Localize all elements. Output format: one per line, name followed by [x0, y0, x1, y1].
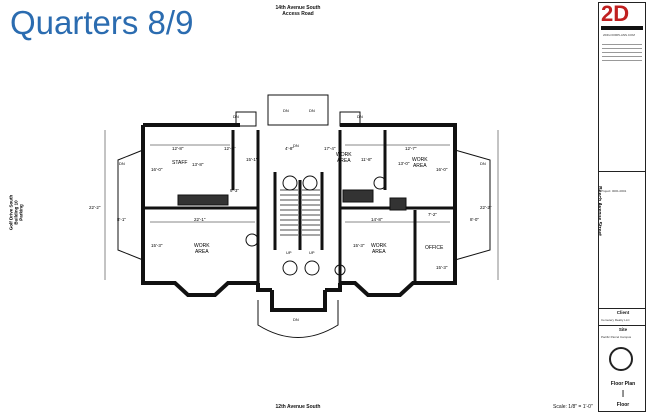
dim-label: 7'-2"	[428, 212, 437, 217]
website: 2DFLOORPLANS.COM	[603, 33, 635, 37]
title-block: 2D 2DFLOORPLANS.COM Project: 0001-0001 C…	[598, 2, 646, 412]
project-label: Project: 0001-0001	[601, 189, 627, 193]
floor-label: Floor	[616, 402, 630, 408]
dim-label: 13'-0"	[398, 161, 410, 166]
top-porch	[235, 94, 361, 127]
dim-label: 16'-0"	[151, 167, 163, 172]
dim-label: 13'-8"	[192, 162, 204, 167]
room-work-right-line1: WORK	[412, 157, 428, 163]
floor-plan	[104, 94, 499, 338]
room-work-bc: WORK AREA	[371, 243, 387, 255]
top-road-label: 14th Avenue South Access Road	[268, 5, 328, 17]
note-line	[602, 44, 642, 45]
site-name: Pacific Parcel Campus	[601, 335, 632, 339]
dim-label: 8'-1"	[117, 217, 126, 222]
exterior-walls	[141, 123, 457, 312]
logo-bar	[601, 26, 643, 30]
note-line	[602, 56, 642, 57]
side-porches	[117, 149, 491, 261]
room-staff-label: STAFF	[172, 160, 188, 166]
dim-label: 17'-4"	[324, 146, 336, 151]
site-section: Site Pacific Parcel Campus	[599, 325, 645, 339]
room-work-right: WORK AREA	[412, 157, 428, 169]
room-work-tr: WORK AREA	[336, 152, 352, 164]
client-name: Cemetery Realty LLC	[601, 318, 630, 322]
door-dn-label: DN	[357, 114, 363, 119]
door-dn-label: DN	[309, 108, 315, 113]
room-work-bc-line1: WORK	[371, 243, 387, 249]
room-work-bl-line1: WORK	[194, 243, 210, 249]
room-work-tr-line1: WORK	[336, 152, 352, 158]
logo: 2D	[601, 1, 630, 26]
revision-table: Project: 0001-0001	[599, 171, 645, 208]
door-dn-label: DN	[293, 143, 299, 148]
dim-label: 15'-3"	[436, 265, 448, 270]
dim-label: 15'-3"	[151, 243, 163, 248]
door-dn-label: DN	[119, 161, 125, 166]
room-work-right-line2: AREA	[412, 163, 427, 169]
client-label: Client	[616, 310, 630, 315]
room-work-bl: WORK AREA	[194, 243, 210, 255]
dimension-lines	[104, 130, 499, 280]
dim-label: 16'-0"	[436, 167, 448, 172]
sheet-name: Floor Plan	[610, 381, 636, 387]
dim-label: 9'-3"	[230, 188, 239, 193]
fixtures	[177, 175, 407, 276]
stair-up-label: UP	[309, 250, 315, 255]
door-dn-label: DN	[283, 108, 289, 113]
interior-walls	[143, 130, 455, 283]
top-road-line1: 14th Avenue South	[275, 5, 321, 11]
dim-label: 11'-8"	[361, 157, 373, 162]
slide-title: Quarters 8/9	[10, 4, 194, 41]
bottom-road-label: 12th Avenue South	[275, 404, 321, 410]
note-line	[602, 48, 642, 49]
stair-up-label: UP	[286, 250, 292, 255]
top-road-line2: Access Road	[282, 11, 314, 17]
dim-label: 8'-0"	[470, 217, 479, 222]
dim-label: 22'-1"	[194, 217, 206, 222]
dim-label: 22'-2"	[89, 205, 101, 210]
dim-label: 12'-8"	[172, 146, 184, 151]
scale-label: Scale: 1/8" = 1'-0"	[553, 404, 593, 410]
dim-label: 12'-7"	[405, 146, 417, 151]
note-line	[602, 60, 642, 61]
client-section: Client Cemetery Realty LLC	[599, 308, 645, 322]
notes-block	[602, 41, 642, 64]
note-line	[602, 52, 642, 53]
dim-label: 12'-8"	[224, 146, 236, 151]
room-work-bc-line2: AREA	[371, 249, 386, 255]
dim-label: 14'-8"	[371, 217, 383, 222]
sheet-number: I	[621, 389, 625, 400]
door-dn-label: DN	[480, 161, 486, 166]
door-dn-label: DN	[293, 317, 299, 322]
room-work-tr-line2: AREA	[336, 158, 351, 164]
dim-label: 15'-1"	[246, 157, 258, 162]
dim-label: 15'-3"	[353, 243, 365, 248]
dim-label: 22'-2"	[480, 205, 492, 210]
site-label: Site	[618, 327, 628, 332]
bottom-porch	[257, 300, 339, 338]
room-office-label: OFFICE	[425, 245, 444, 251]
room-work-bl-line2: AREA	[194, 249, 209, 255]
north-arrow-icon	[609, 347, 633, 371]
door-dn-label: DN	[233, 114, 239, 119]
dim-label: 4'-8"	[285, 146, 294, 151]
